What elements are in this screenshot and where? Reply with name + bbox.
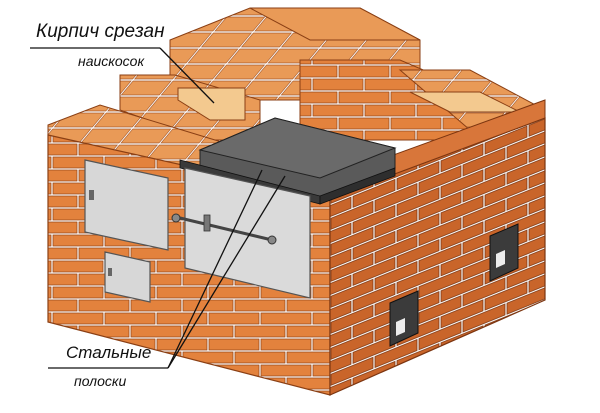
steel-pointer-2 (167, 175, 286, 369)
oven-latch-bar (179, 216, 273, 242)
cut-brick-label-line1: Кирпич срезан (36, 21, 165, 42)
steel-strips-label-line1: Стальные (66, 343, 152, 362)
steel-pointer-1 (167, 169, 263, 369)
diagonally-cut-brick (177, 87, 246, 121)
door-handle-icon (171, 213, 181, 223)
cut-brick-chamber (119, 74, 261, 141)
firebox-door (84, 159, 169, 251)
cut-brick-pointer (159, 47, 215, 104)
ash-pit-door (104, 251, 151, 303)
side-vent-door-upper (489, 223, 519, 282)
steel-strip-side (319, 167, 396, 205)
side-vent-door-lower (389, 290, 419, 347)
vent-latch-icon (396, 318, 405, 336)
pointer-leader-line (30, 47, 286, 369)
steel-strips-label-line2: полоски (74, 373, 127, 389)
door-hinge-icon (89, 190, 94, 200)
cut-brick-label-line2: наискосок (78, 53, 145, 69)
